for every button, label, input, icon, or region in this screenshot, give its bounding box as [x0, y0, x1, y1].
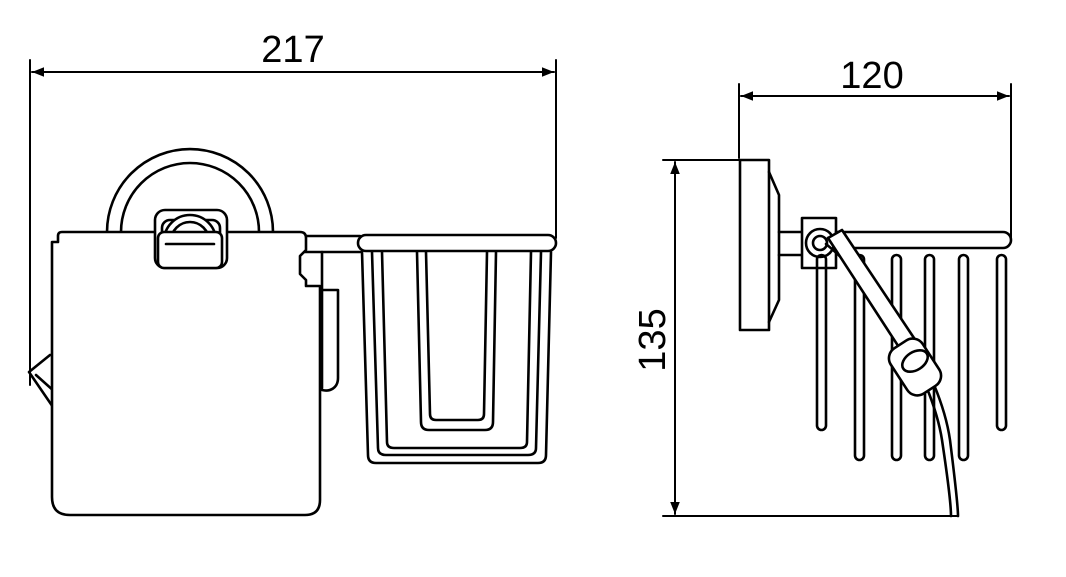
mount-block: [777, 216, 838, 270]
depth-dimension-label: 120: [840, 55, 903, 97]
front-view: 217: [27, 29, 558, 517]
height-dimension: 135: [632, 159, 959, 517]
connecting-bar: [303, 234, 362, 392]
hub: [153, 208, 229, 270]
wire-basket: [356, 233, 558, 465]
width-dimension-label: 217: [261, 29, 324, 71]
height-dimension-label: 135: [632, 308, 674, 371]
wall-rosette: [105, 147, 275, 234]
depth-dimension: 120: [738, 55, 1012, 241]
width-dimension: 217: [29, 29, 557, 386]
paper-holder-cover: [50, 230, 322, 517]
side-arm: [826, 228, 943, 397]
side-view: 120 135: [632, 55, 1013, 518]
wall-plate: [738, 158, 781, 332]
basket-rail: [834, 230, 1013, 250]
